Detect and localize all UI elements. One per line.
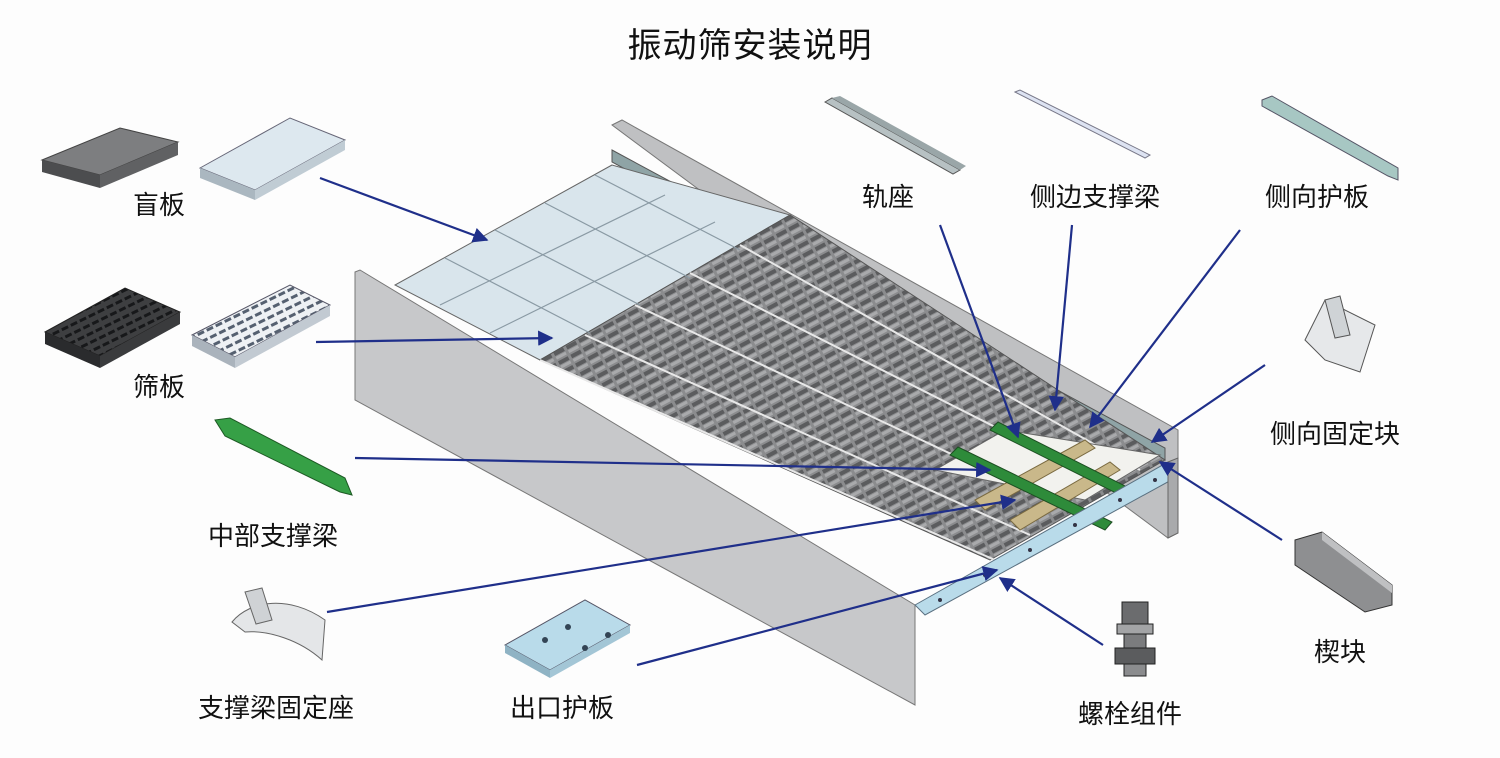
leader-middle-beam (354, 456, 992, 478)
leader-bolt (998, 577, 1104, 646)
leader-beam-seat (326, 494, 1017, 614)
side-guard-illustration (1261, 95, 1399, 181)
label-outlet-plate: 出口护板 (510, 694, 615, 724)
rail-seat-illustration (823, 96, 966, 175)
screen-plate-light-illustration (190, 284, 332, 368)
vibrating-screen-assembly (354, 119, 1179, 706)
leader-outlet-plate (636, 566, 999, 667)
label-wedge: 楔块 (1314, 638, 1367, 668)
label-side-beam: 侧边支撑梁 (1030, 183, 1161, 213)
blind-plate-light-illustration (198, 117, 347, 200)
leader-rail-seat (938, 224, 1021, 439)
label-blind-plate: 盲板 (133, 191, 186, 221)
label-bolt: 螺栓组件 (1078, 700, 1183, 730)
label-beam-seat: 支撑梁固定座 (198, 694, 355, 724)
screen-plate-dark-illustration (43, 287, 182, 368)
outlet-plate-illustration (503, 599, 632, 678)
side-block-illustration (1304, 295, 1376, 373)
label-rail-seat: 轨座 (862, 183, 915, 213)
leader-side-guard (1089, 229, 1241, 429)
label-screen-plate: 筛板 (133, 373, 186, 403)
leader-side-block (1150, 364, 1266, 443)
bolt-illustration (1114, 601, 1156, 677)
side-beam-illustration (1013, 89, 1152, 159)
label-side-block: 侧向固定块 (1270, 420, 1401, 450)
leader-blind-plate (319, 176, 489, 243)
leader-side-beam (1048, 224, 1074, 412)
beam-seat-illustration (231, 587, 326, 662)
leader-screen-plate (315, 330, 554, 346)
middle-beam-illustration (214, 417, 353, 496)
leader-wedge (1158, 461, 1283, 541)
wedge-illustration (1294, 531, 1393, 613)
label-side-guard: 侧向护板 (1265, 183, 1370, 213)
diagram-title: 振动筛安装说明 (627, 26, 873, 66)
label-middle-beam: 中部支撑梁 (208, 522, 339, 552)
blind-plate-illustration (40, 127, 180, 188)
